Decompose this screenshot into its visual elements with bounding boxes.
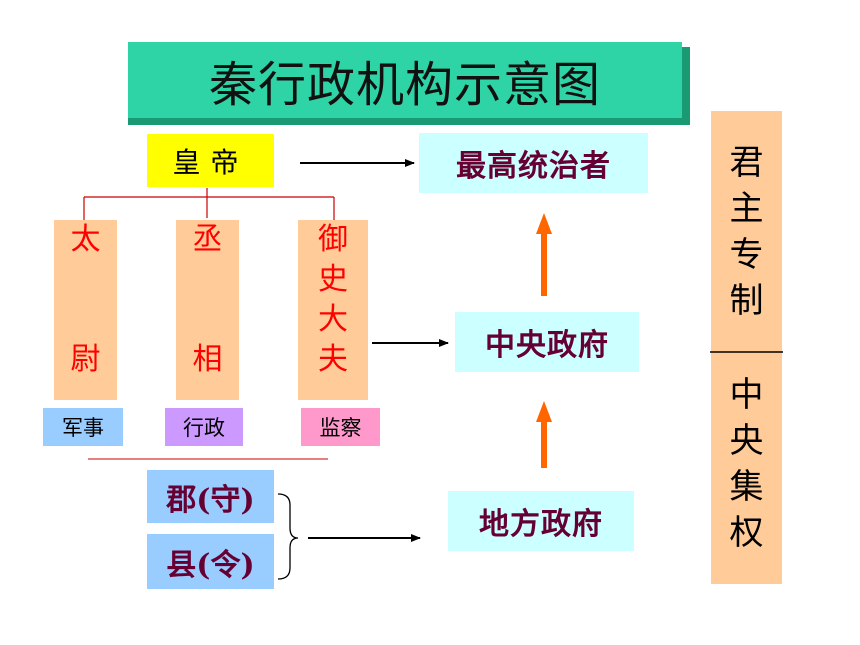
duty-military: 军事	[43, 408, 123, 446]
emperor-box: 皇帝	[147, 134, 274, 187]
autocracy-text: 君主专制	[729, 143, 764, 321]
official-char: 太	[70, 222, 101, 257]
official-char: 夫	[318, 342, 348, 377]
level-top-ruler: 最高统治者	[419, 133, 648, 193]
emperor-connector	[83, 188, 335, 220]
side-lower-text: 中央集权	[711, 372, 782, 572]
official-chengxiang: 丞 相	[176, 220, 239, 400]
side-column	[711, 111, 782, 584]
side-upper-text: 君主专制	[711, 140, 782, 340]
up-arrow-local-to-central	[536, 401, 552, 468]
official-char: 史	[318, 262, 348, 297]
duty-administration: 行政	[165, 408, 243, 446]
centralization-text: 中央集权	[729, 375, 764, 553]
level-local-government: 地方政府	[448, 491, 634, 551]
duty-supervision: 监察	[301, 408, 380, 446]
official-char: 丞	[192, 222, 223, 257]
local-unit-county: 县(令)	[147, 534, 274, 589]
bracket	[277, 493, 299, 580]
local-unit-commandery: 郡(守)	[147, 470, 274, 523]
page-title: 秦行政机构示意图	[128, 42, 682, 118]
official-char: 御	[318, 222, 348, 257]
level-central-government: 中央政府	[455, 312, 639, 372]
official-char: 尉	[70, 342, 101, 377]
up-arrow-central-to-top	[536, 213, 552, 296]
official-char: 大	[318, 302, 348, 337]
official-yushidafu: 御 史 大 夫	[298, 220, 368, 400]
official-taiwei: 太 尉	[54, 220, 117, 400]
official-char: 相	[192, 342, 223, 377]
